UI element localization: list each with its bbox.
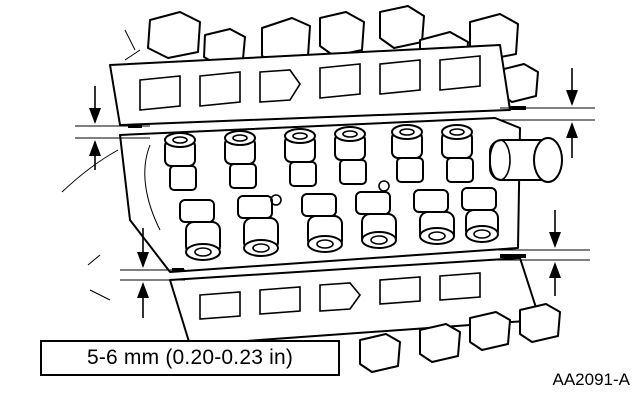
upper-valve-row [164,124,474,191]
camshaft-end [489,137,563,183]
dimension-left-upper [75,86,150,170]
lower-valve-row [179,180,499,261]
figure-id: AA2091-A [552,370,631,389]
specification-label: 5-6 mm (0.20-0.23 in) [86,346,294,369]
specification-callout: 5-6 mm (0.20-0.23 in) [40,340,340,376]
upper-manifold-blocks [109,5,539,126]
dimension-left-lower [120,228,185,318]
lower-manifold-blocks [87,254,561,373]
dimension-right-upper [500,68,595,158]
dimension-right-lower [498,210,590,296]
